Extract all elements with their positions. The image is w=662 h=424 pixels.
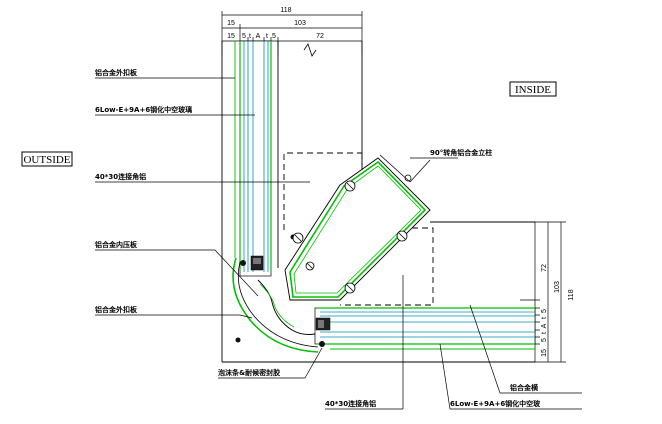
screw-fasteners bbox=[292, 180, 408, 294]
label-corner-mullion: 90°转角铝合金立柱 bbox=[430, 148, 492, 157]
dim-right-t2: t bbox=[541, 317, 548, 319]
outer-corner-cover bbox=[232, 257, 319, 353]
dim-right-A: A bbox=[541, 323, 548, 328]
inside-label: INSIDE bbox=[515, 84, 551, 96]
dim-top-sub-72: 72 bbox=[316, 33, 324, 40]
dim-right-5: 5 bbox=[541, 338, 548, 342]
dim-right-72: 72 bbox=[541, 264, 548, 272]
dim-right-5b: 5 bbox=[541, 309, 548, 313]
inside-label-box: INSIDE bbox=[509, 81, 557, 97]
screw-1 bbox=[344, 180, 356, 192]
dim-top-sub-t1: t bbox=[249, 33, 251, 40]
leader-lines bbox=[95, 77, 582, 410]
dim-top-sub-t2: t bbox=[266, 33, 268, 40]
label-angle-aluminum-left: 40*30连接角铝 bbox=[95, 172, 146, 181]
seal-markers bbox=[235, 234, 325, 347]
dim-top-sub-5b: 5 bbox=[272, 33, 276, 40]
dim-top-left: 15 bbox=[227, 20, 235, 27]
dim-top-sub-15: 15 bbox=[227, 33, 235, 40]
outside-label: OUTSIDE bbox=[23, 154, 70, 166]
label-angle-aluminum-bottom: 40*30连接角铝 bbox=[325, 399, 376, 408]
dim-top-sub-A: A bbox=[256, 33, 261, 40]
outside-label-box: OUTSIDE bbox=[21, 151, 73, 167]
screw-3 bbox=[396, 230, 408, 242]
dim-right-118: 118 bbox=[568, 289, 575, 300]
angle-aluminum-dashed bbox=[283, 152, 434, 306]
label-transom: 铝合金横 bbox=[510, 383, 538, 392]
label-glass-bottom: 6Low-E+9A+6钢化中空玻 bbox=[450, 399, 541, 408]
label-inner-pressure-plate: 铝合金内压板 bbox=[95, 240, 138, 249]
glass-vertical-panel bbox=[234, 40, 272, 277]
dim-top-total: 118 bbox=[280, 7, 291, 14]
screw-4 bbox=[344, 282, 356, 294]
label-foam-sealant: 泡沫条&耐候密封胶 bbox=[218, 368, 280, 377]
screw-2 bbox=[292, 232, 304, 244]
mullion-outline bbox=[284, 157, 431, 301]
label-outer-cover-top: 铝合金外扣板 bbox=[95, 68, 138, 77]
label-glass-top: 6Low-E+9A+6钢化中空玻璃 bbox=[95, 105, 192, 114]
dim-right-15: 15 bbox=[541, 349, 548, 357]
screw-5 bbox=[305, 261, 315, 271]
mullion-dimension bbox=[379, 154, 458, 183]
label-outer-cover-bottom: 铝合金外扣板 bbox=[95, 305, 138, 314]
dim-top-sub-5: 5 bbox=[242, 33, 246, 40]
glass-horizontal-panel bbox=[314, 307, 536, 350]
mullion-profile bbox=[289, 160, 427, 298]
break-mark bbox=[303, 43, 317, 57]
mullion-profile-inner bbox=[293, 165, 422, 294]
corner-mullion-body bbox=[284, 157, 431, 301]
dim-top-right: 103 bbox=[294, 20, 306, 27]
dim-right-t: t bbox=[541, 332, 548, 334]
dim-right-103: 103 bbox=[554, 281, 561, 293]
